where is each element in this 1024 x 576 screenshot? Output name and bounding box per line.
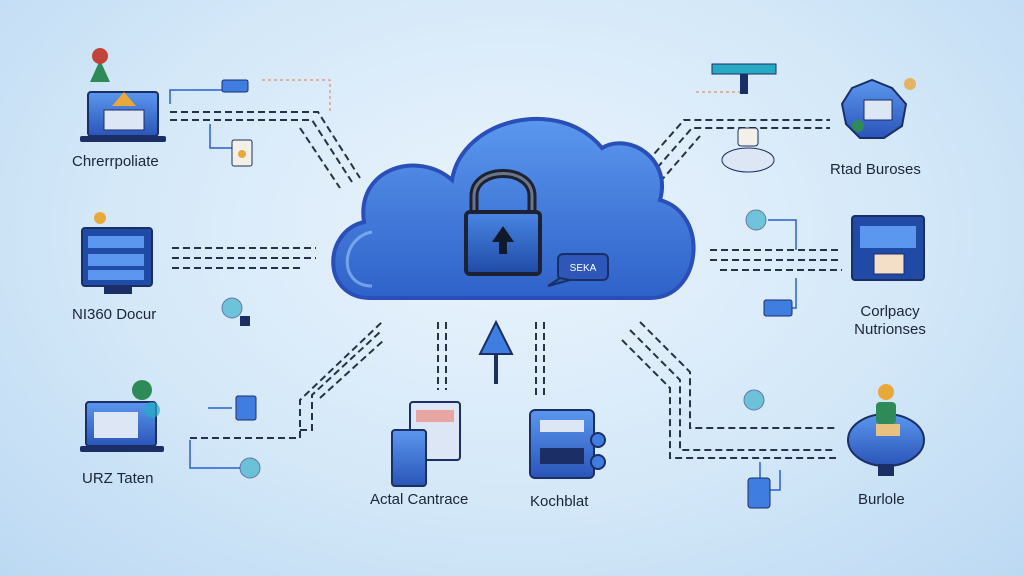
node-label-right-1: Rtad Buroses: [830, 161, 921, 178]
node-label-left-3: URZ Taten: [82, 470, 154, 487]
node-label-bottom-1: Actal Cantrace: [370, 491, 469, 508]
node-label-right-3: Burlole: [858, 491, 905, 508]
up-arrow-icon: [478, 319, 514, 384]
devices-icon: [391, 401, 461, 487]
upload-arrow-icon: [492, 226, 514, 254]
building-panel-icon: [745, 209, 925, 317]
server-rack-icon: [81, 212, 250, 326]
monitor-with-key-icon: [80, 380, 261, 479]
person-on-platform-icon: [743, 384, 925, 509]
laptop-with-tree-icon: [80, 48, 253, 167]
node-label-bottom-2: Kochblat: [530, 493, 589, 510]
node-label-right-2: Corlpacy Nutrionses: [854, 303, 926, 338]
node-label-left-1: Chrerrpoliate: [72, 153, 159, 170]
orange-dashes: [262, 79, 740, 112]
cloud-tag: SEKA: [547, 253, 609, 287]
node-label-left-2: NI360 Docur: [72, 306, 157, 323]
cloud-tag-text: SEKA: [570, 263, 597, 274]
gear-badge-icon: [711, 63, 916, 173]
hardware-box-icon: [529, 409, 606, 479]
connector-lines: [170, 111, 842, 459]
